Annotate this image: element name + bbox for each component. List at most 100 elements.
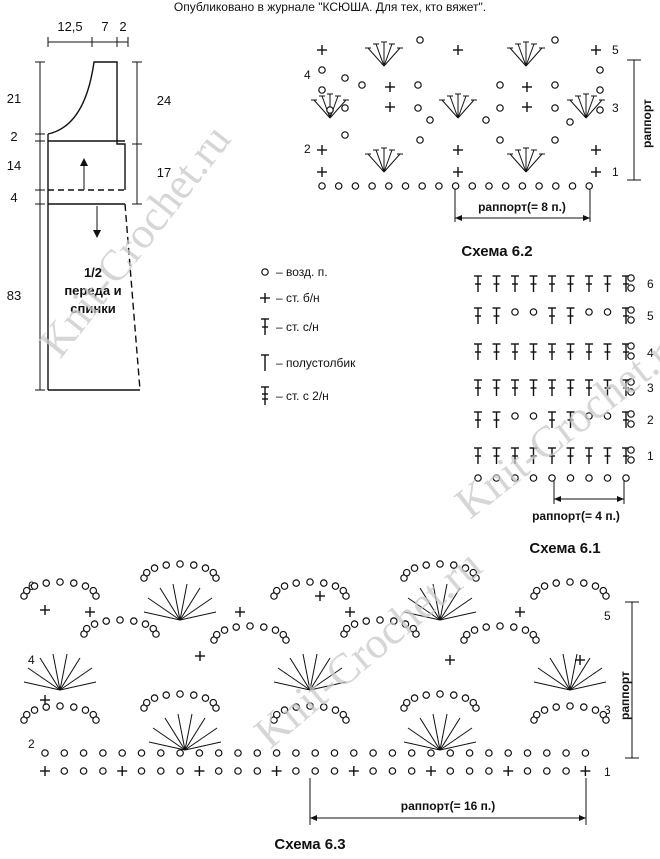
stitch-chain — [552, 703, 561, 711]
s63-title: Схема 6.3 — [274, 836, 345, 853]
stitch-single-crochet — [344, 606, 356, 618]
legend-hdc: – полустолбик — [276, 356, 356, 370]
stitch-chain — [81, 706, 90, 714]
stitch-chain — [253, 767, 262, 775]
stitch-double-crochet — [547, 275, 557, 293]
stitch-chain — [532, 710, 541, 719]
stitch-double-crochet — [528, 275, 539, 293]
stitch-chain — [150, 694, 159, 702]
stitch-chain — [92, 592, 100, 600]
stitch-single-crochet — [425, 765, 437, 777]
stitch-chain — [82, 624, 91, 633]
stitch-chain — [465, 767, 474, 775]
stitch-double-crochet — [565, 307, 576, 325]
stitch-chain — [551, 182, 560, 190]
stitch-chain — [272, 586, 281, 595]
stitch-chain — [189, 691, 198, 699]
s62-row-3: 3 — [612, 101, 619, 115]
schema-6-3: 6 4 2 5 3 1 раппорт раппорт(= 16 п.) Схе… — [20, 560, 639, 853]
stitch-chain — [418, 182, 427, 190]
stitch-double-crochet — [547, 379, 557, 397]
stitch-chain — [162, 561, 171, 569]
stitch-chain — [56, 578, 64, 586]
stitch-chain — [562, 767, 570, 775]
stitch-chain — [142, 698, 151, 707]
s63-side-repeat: раппорт — [618, 671, 632, 720]
stitch-double-crochet — [602, 275, 613, 293]
stitch-single-crochet — [270, 765, 283, 777]
stitch-chain — [214, 749, 223, 757]
stitch-double-crochet — [584, 275, 594, 293]
stitch-chain — [30, 582, 39, 590]
stitch-chain — [349, 749, 358, 757]
stitch-chain — [142, 568, 151, 577]
stitch-double-crochet — [473, 343, 483, 361]
stitch-chain — [176, 560, 184, 568]
stitch-chain — [568, 182, 577, 190]
stitch-chain — [603, 474, 612, 482]
stitch-chain — [501, 182, 510, 190]
stitch-chain — [41, 749, 49, 757]
s63-repeat: раппорт(= 16 п.) — [401, 799, 495, 813]
dim-top-1: 12,5 — [57, 19, 82, 34]
stitch-chain — [627, 446, 635, 454]
s62-row-5: 5 — [612, 43, 619, 57]
stitch-chain — [152, 630, 160, 638]
treble-crochet-icon — [260, 386, 270, 406]
stitch-chain — [449, 691, 458, 699]
stitch-chain — [342, 716, 350, 724]
stitch-chain — [81, 582, 90, 590]
stitch-single-crochet — [84, 606, 96, 618]
stitch-double-crochet — [473, 275, 483, 293]
stitch-chain — [259, 623, 268, 631]
stitch-chain — [351, 182, 360, 190]
stitch-chain — [306, 578, 314, 586]
dim-left-3: 14 — [7, 158, 21, 173]
s63-row-1: 1 — [604, 765, 611, 779]
stitch-single-crochet — [116, 765, 128, 777]
stitch-chain — [99, 767, 107, 775]
stitch-chain — [521, 626, 530, 634]
stitch-chain — [622, 474, 630, 482]
stitch-single-crochet — [39, 604, 51, 616]
stitch-chain — [232, 623, 241, 631]
stitch-single-crochet — [579, 765, 592, 777]
stitch-chain — [518, 182, 527, 190]
stitch-chain — [591, 706, 600, 714]
piece-label-3: спинки — [70, 301, 115, 316]
stitch-chain — [56, 702, 64, 710]
stitch-chain — [60, 749, 69, 757]
stitch-chain — [585, 474, 593, 482]
double-crochet-icon — [260, 318, 270, 336]
stitch-double-crochet — [510, 343, 520, 361]
stitch-chain — [137, 767, 146, 775]
stitch-chain — [330, 767, 339, 775]
stitch-double-crochet — [473, 411, 483, 429]
stitch-chain — [92, 716, 100, 724]
stitch-single-crochet — [193, 765, 206, 777]
stitch-chain — [509, 623, 518, 631]
stitch-single-crochet — [348, 765, 360, 777]
stitch-chain — [462, 630, 471, 639]
stitch-chain — [157, 767, 165, 775]
stitch-chain — [137, 749, 146, 757]
stitch-chain — [407, 767, 416, 775]
stitch-chain — [234, 767, 242, 775]
stitch-chain — [22, 710, 31, 719]
stitch-single-crochet — [39, 765, 51, 777]
stitch-chain — [535, 182, 543, 190]
stitch-chain — [511, 308, 519, 316]
dim-right-1: 24 — [157, 93, 171, 108]
stitch-chain — [330, 749, 339, 757]
stitch-chain — [627, 316, 635, 324]
stitch-double-crochet — [510, 379, 520, 397]
chain-symbol-icon — [261, 268, 269, 276]
stitch-chain — [465, 749, 474, 757]
stitch-chain — [30, 706, 39, 714]
stitch-single-crochet — [194, 650, 206, 662]
s62-row-2: 2 — [304, 142, 311, 156]
stitch-chain — [504, 749, 513, 757]
dim-left-1: 21 — [7, 91, 21, 106]
symbol-legend: – возд. п. – ст. б/н – ст. с/н – полусто… — [259, 265, 356, 406]
